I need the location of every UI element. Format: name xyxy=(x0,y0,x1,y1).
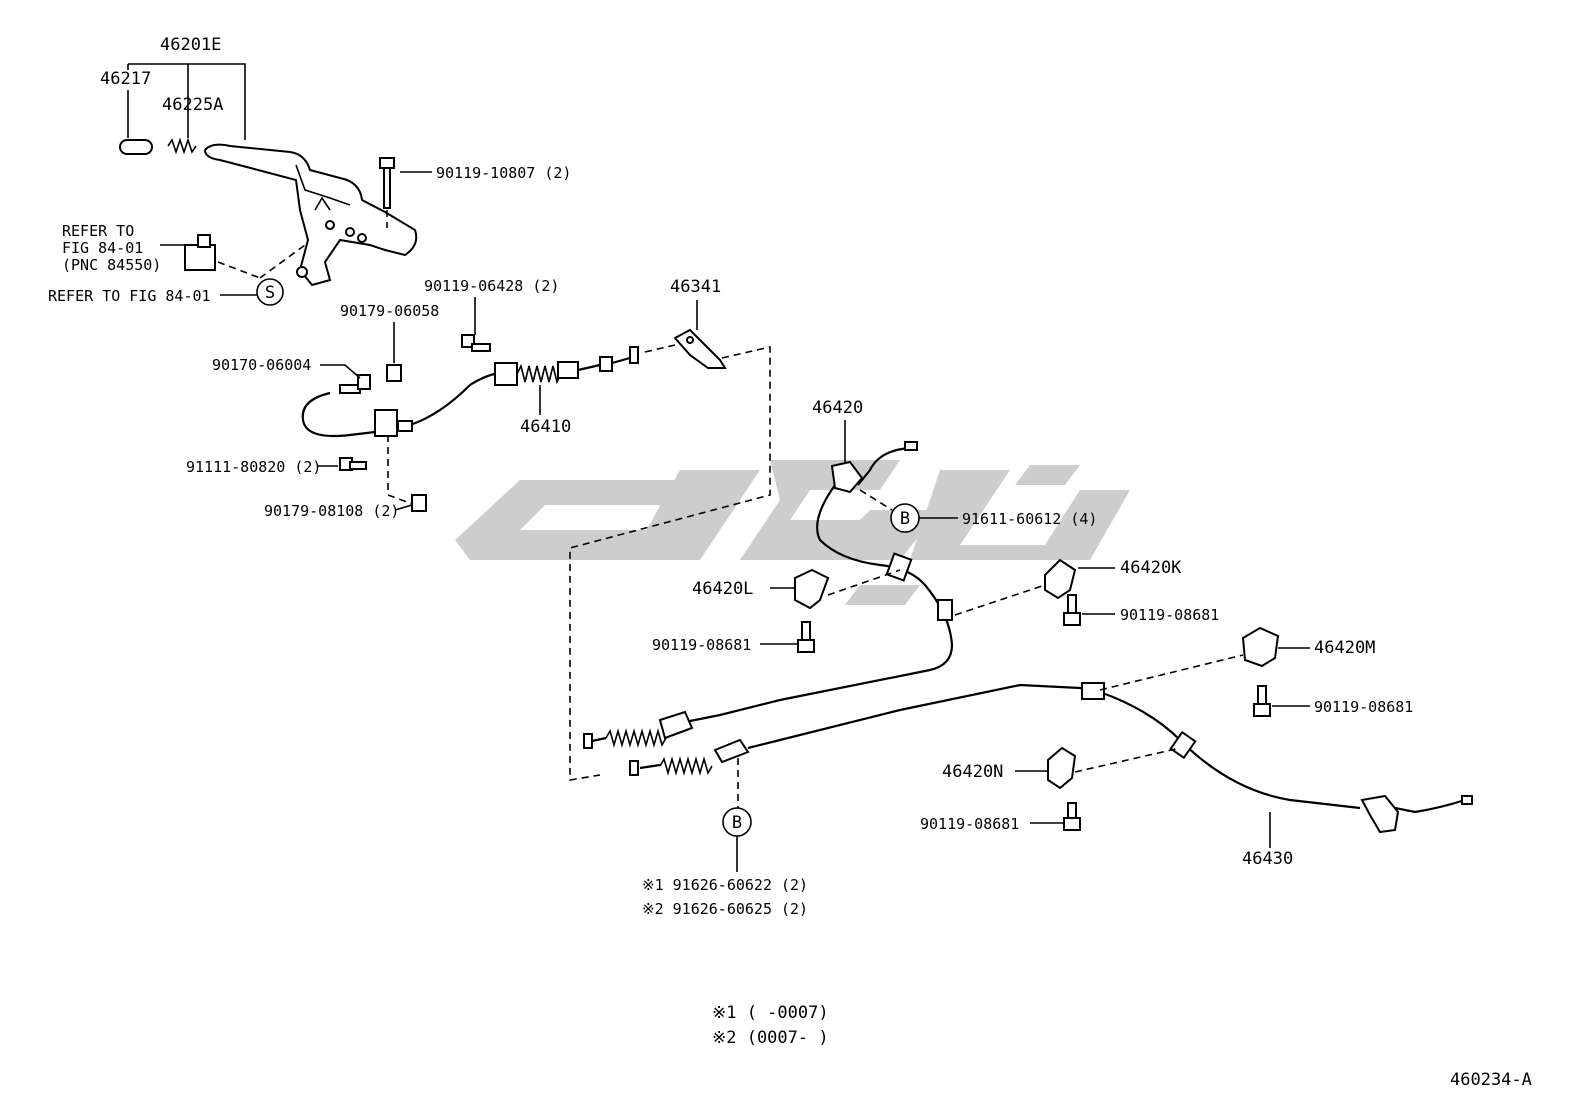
label-46420n: 46420N xyxy=(942,762,1003,782)
label-46201e: 46201E xyxy=(160,35,221,55)
label-46420k: 46420K xyxy=(1120,558,1182,578)
lever-button xyxy=(119,139,153,155)
label-90119-10807: 90119-10807 (2) xyxy=(436,164,571,182)
callout-b-lower-label: B xyxy=(732,813,742,833)
callout-s xyxy=(256,278,284,306)
watermark-logo xyxy=(455,460,1130,605)
label-46217: 46217 xyxy=(100,69,151,89)
label-90170-06004: 90170-06004 xyxy=(212,356,311,374)
label-91626-60625: ※2 91626-60625 (2) xyxy=(642,900,808,918)
rear-cable-46430 xyxy=(629,682,1473,834)
equalizer-icon xyxy=(673,328,727,369)
bracket-icon xyxy=(794,568,830,610)
bolt-icon xyxy=(461,334,491,352)
label-91611-60612: 91611-60612 (4) xyxy=(962,510,1097,528)
label-90119-08681-b: 90119-08681 xyxy=(652,636,751,654)
label-46410: 46410 xyxy=(520,417,571,437)
label-46420: 46420 xyxy=(812,398,863,418)
label-90119-08681-c: 90119-08681 xyxy=(1314,698,1413,716)
label-90179-06058: 90179-06058 xyxy=(340,302,439,320)
label-46341: 46341 xyxy=(670,277,721,297)
label-90119-08681-d: 90119-08681 xyxy=(920,815,1019,833)
figure-code: 460234-A xyxy=(1450,1070,1532,1090)
label-46430: 46430 xyxy=(1242,849,1293,869)
bracket-icon xyxy=(1047,746,1077,790)
switch-icon xyxy=(184,234,216,271)
bracket-icon xyxy=(1241,626,1280,668)
bolt-icon xyxy=(1063,802,1081,831)
label-91111-80820: 91111-80820 (2) xyxy=(186,458,321,476)
label-refer-line1: REFER TO xyxy=(62,222,134,240)
front-cable-46410 xyxy=(301,346,639,438)
label-refer-line3: (PNC 84550) xyxy=(62,256,161,274)
bracket-icon xyxy=(1044,558,1077,600)
legend-note-2: ※2 (0007- ) xyxy=(712,1028,829,1048)
label-90119-08681-a: 90119-08681 xyxy=(1120,606,1219,624)
label-46420l: 46420L xyxy=(692,579,753,599)
nut-icon xyxy=(357,374,371,390)
nut-icon xyxy=(386,364,402,382)
bolt-icon xyxy=(797,621,815,653)
label-refer-line2: FIG 84-01 xyxy=(62,239,143,257)
label-91626-60622: ※1 91626-60622 (2) xyxy=(642,876,808,894)
bolt-icon xyxy=(1253,685,1271,717)
label-refer-fig: REFER TO FIG 84-01 xyxy=(48,287,211,305)
legend-note-1: ※1 ( -0007) xyxy=(712,1003,829,1023)
label-90179-08108: 90179-08108 (2) xyxy=(264,502,399,520)
callout-b-upper-label: B xyxy=(900,509,910,529)
label-90119-06428: 90119-06428 (2) xyxy=(424,277,559,295)
callout-s-label: S xyxy=(265,283,275,303)
label-46225a: 46225A xyxy=(162,95,223,115)
rear-cable-46420 xyxy=(583,441,954,749)
bolt-icon xyxy=(379,157,395,209)
bolt-icon xyxy=(339,457,367,471)
label-46420m: 46420M xyxy=(1314,638,1375,658)
parking-brake-lever xyxy=(203,143,418,287)
bolt-icon xyxy=(1063,594,1081,626)
lever-spring xyxy=(167,137,197,155)
nut-icon xyxy=(411,494,427,512)
